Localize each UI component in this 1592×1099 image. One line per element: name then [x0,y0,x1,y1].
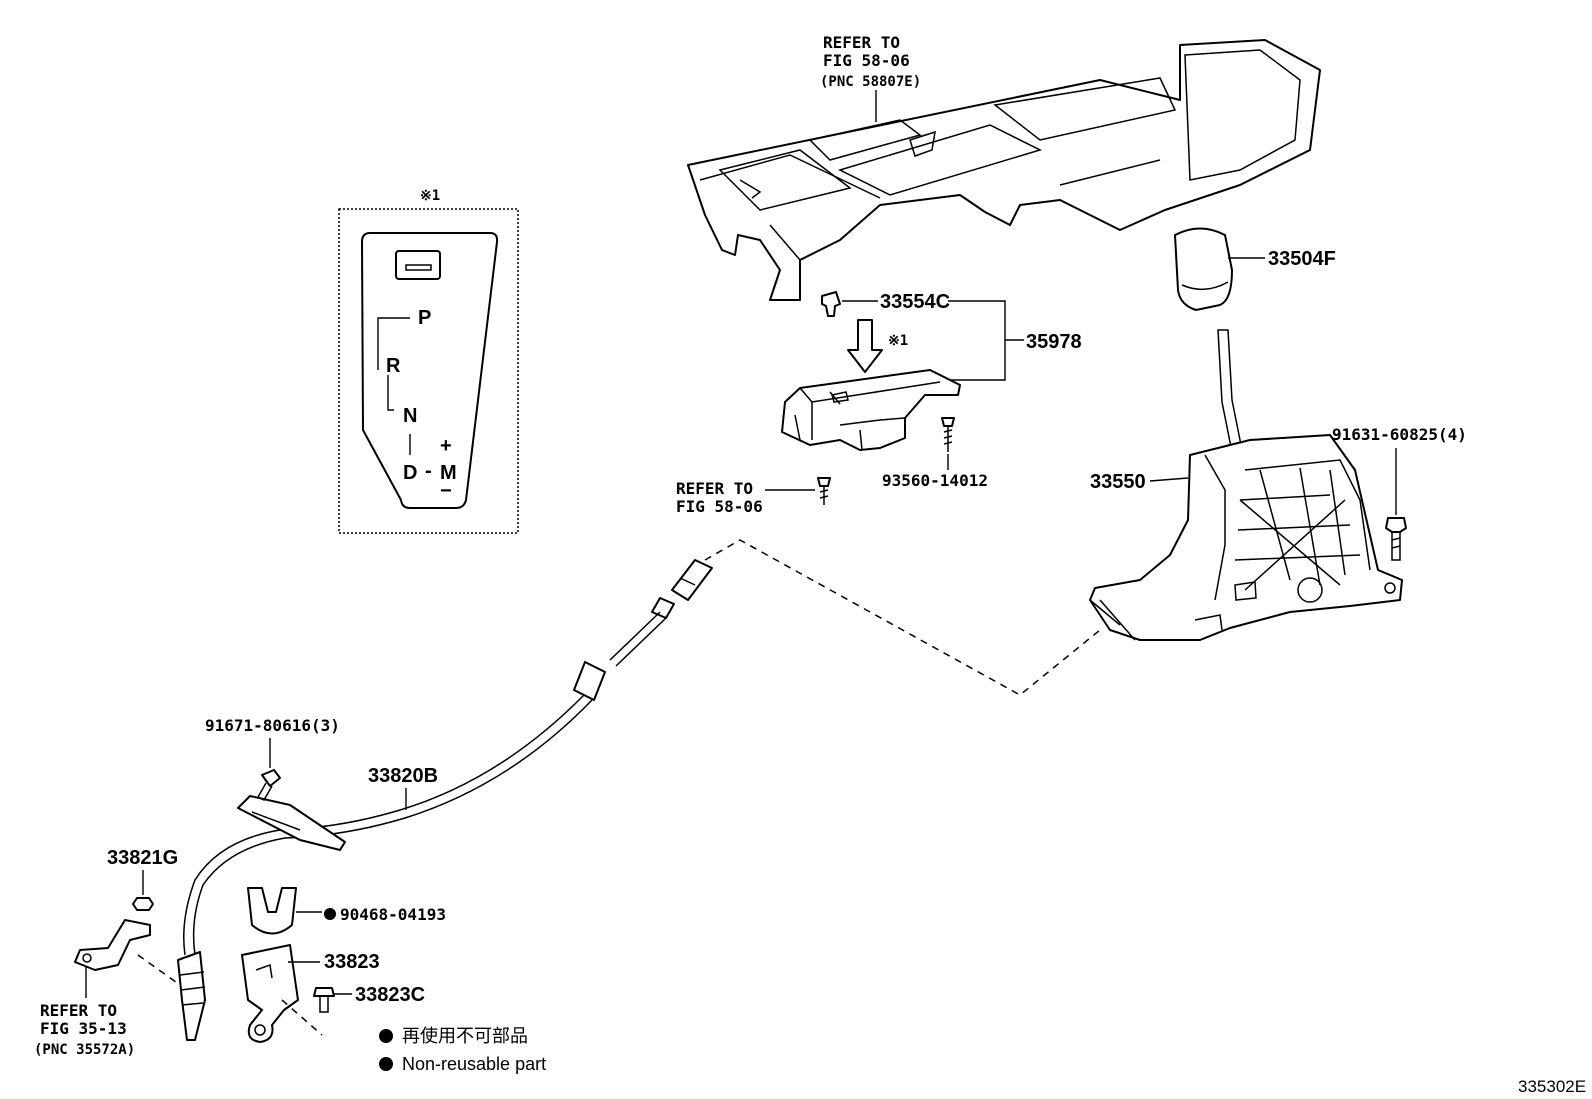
leader-33550 [1149,477,1189,482]
gate-minus: − [440,480,452,502]
gate-letter-r: R [386,355,401,377]
gate-plus: + [440,435,452,457]
refer-label-screw-2: FIG 58-06 [676,497,763,516]
legend-text-jp: 再使用不可部品 [402,1026,528,1046]
gate-letter-n: N [403,405,417,427]
screw-93560-drawing [941,417,955,452]
part-label-35978: 35978 [1026,331,1082,353]
clip-33554c-drawing [821,291,841,317]
refer-label-console-2: FIG 58-06 [823,51,910,70]
gate-path-line [377,317,411,455]
refer-label-bracket-3: (PNC 35572A) [34,1042,135,1058]
gate-plate [361,232,499,509]
gate-letter-m: M [440,462,457,484]
bracket-35978 [948,300,1006,381]
assembly-line-cable-to-lever [704,539,1101,696]
part-label-91631: 91631-60825(4) [1332,425,1467,444]
diagram-id: 335302E [1518,1077,1586,1096]
gate-button-slot [405,264,432,271]
part-label-90468: 90468-04193 [340,905,446,924]
console-box-drawing [687,39,1321,301]
bolt-33823c-drawing [313,987,335,1013]
legend-dot-en [379,1057,393,1071]
note-mark-box: ※1 [420,188,440,204]
bracket-refer-drawing [74,919,181,986]
refer-label-console-1: REFER TO [823,33,900,52]
note-mark-arrow: ※1 [888,333,908,349]
legend-dot-jp [379,1029,393,1043]
indicator-housing-drawing [781,369,961,451]
assembly-arrow [847,319,883,373]
refer-label-console-3: (PNC 58807E) [820,74,921,90]
part-label-33823c: 33823C [355,984,425,1006]
gate-letter-p: P [418,307,431,329]
refer-label-bracket-1: REFER TO [40,1001,117,1020]
part-label-91671: 91671-80616(3) [205,716,340,735]
part-label-33820b: 33820B [368,765,438,787]
bolt-91671-drawing [256,769,281,801]
part-label-33550: 33550 [1090,471,1146,493]
part-label-93560: 93560-14012 [882,471,988,490]
screw-refer-drawing [817,477,831,505]
part-label-33821g: 33821G [107,847,178,869]
legend-text-en: Non-reusable part [402,1054,546,1074]
refer-label-bracket-2: FIG 35-13 [40,1019,127,1038]
gate-letter-d: D [403,462,417,484]
part-label-33554c: 33554C [880,291,950,313]
part-label-33504f: 33504F [1268,248,1336,270]
bolt-91631-drawing [1385,517,1407,561]
non-reusable-dot-90468 [324,908,336,920]
refer-label-screw-1: REFER TO [676,479,753,498]
gate-dash: - [425,460,432,482]
shift-lever-assembly-drawing [1089,329,1403,641]
nut-33821g-drawing [132,897,154,911]
shift-knob-drawing [1174,227,1233,311]
bracket-33823-drawing [241,944,323,1043]
control-cable-drawing [177,559,713,1041]
part-label-33823: 33823 [324,951,380,973]
clip-90468-drawing [247,887,297,935]
